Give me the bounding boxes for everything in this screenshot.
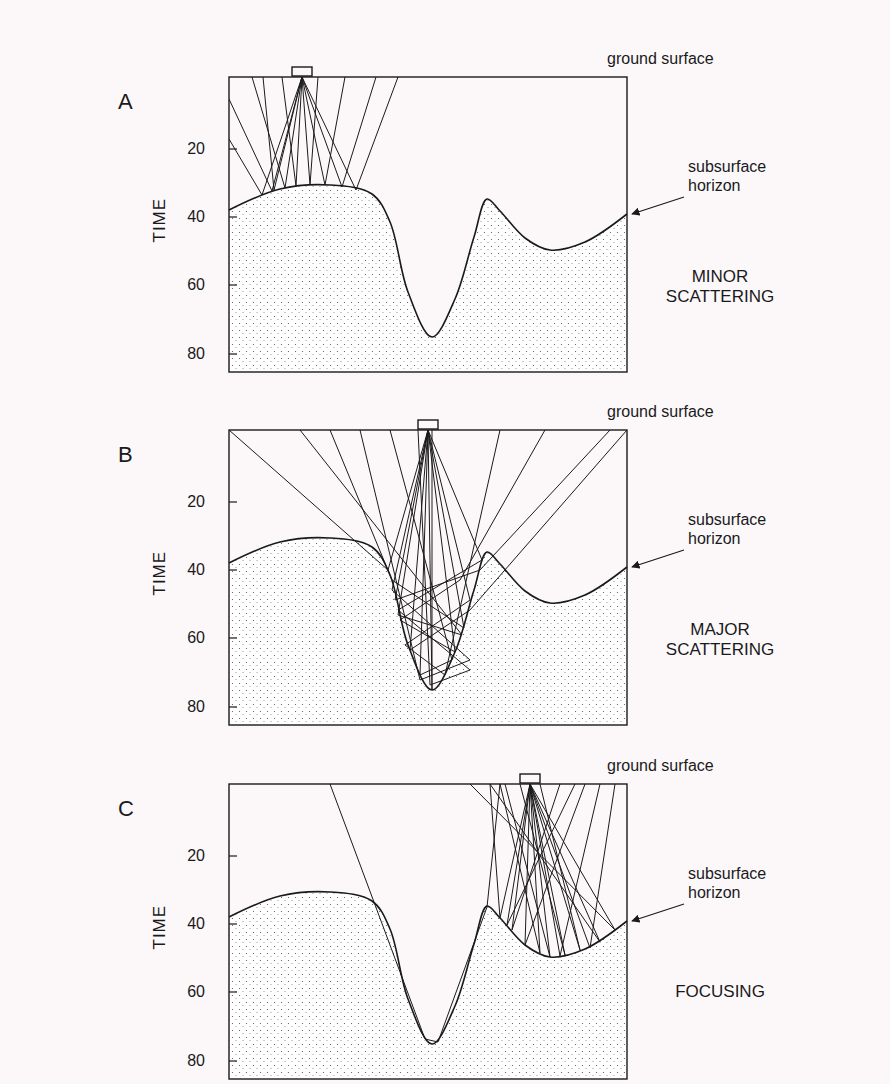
ray-path xyxy=(282,77,302,186)
panel-letter: B xyxy=(118,442,133,468)
ray-path xyxy=(252,77,302,188)
tick-mark xyxy=(229,923,237,924)
tick-mark xyxy=(229,855,237,856)
axis-title: TIME xyxy=(150,198,170,243)
horizon-line xyxy=(229,185,627,337)
ray-path xyxy=(330,430,464,628)
panel-caption: MINOR SCATTERING xyxy=(660,267,780,308)
ray-path xyxy=(229,77,302,195)
ray-path xyxy=(300,430,462,635)
panel-letter: A xyxy=(118,89,133,115)
time-tick: 20 xyxy=(187,492,205,511)
ray-path xyxy=(302,77,398,190)
ray-path xyxy=(507,784,575,925)
time-tick: 40 xyxy=(187,914,205,933)
time-tick: 40 xyxy=(187,560,205,579)
ray-path xyxy=(263,77,302,190)
leader-arrow xyxy=(632,197,684,214)
tick-mark xyxy=(229,284,237,285)
panel-figure xyxy=(229,420,684,725)
ray-path xyxy=(530,784,600,956)
ray-path xyxy=(490,784,600,942)
panel-frame xyxy=(229,430,627,725)
time-tick: 20 xyxy=(187,139,205,158)
tick-mark xyxy=(229,148,237,149)
panel-frame xyxy=(229,77,627,372)
axis-title: TIME xyxy=(150,905,170,950)
time-tick: 80 xyxy=(187,697,205,716)
subsurface-fill xyxy=(229,892,627,1079)
ray-path xyxy=(398,430,482,685)
surface-label: ground surface xyxy=(607,402,714,421)
time-tick: 80 xyxy=(187,344,205,363)
horizon-label: subsurface horizon xyxy=(688,157,788,195)
time-tick: 60 xyxy=(187,275,205,294)
panel-caption: FOCUSING xyxy=(660,982,780,1002)
ray-path xyxy=(330,784,500,1042)
ray-path xyxy=(520,784,565,955)
subsurface-fill xyxy=(229,538,627,725)
surface-label: ground surface xyxy=(607,756,714,775)
tick-mark xyxy=(229,1060,237,1061)
ray-path xyxy=(410,430,627,650)
tick-mark xyxy=(229,706,237,707)
ray-path xyxy=(530,784,615,948)
time-tick: 60 xyxy=(187,982,205,1001)
horizon-label: subsurface horizon xyxy=(688,510,788,548)
source-box xyxy=(418,420,438,429)
tick-mark xyxy=(229,353,237,354)
leader-arrow xyxy=(632,904,684,921)
panel-figure xyxy=(229,67,684,372)
tick-mark xyxy=(229,501,237,502)
time-tick: 60 xyxy=(187,628,205,647)
tick-mark xyxy=(229,569,237,570)
ray-path xyxy=(302,77,345,185)
leader-arrow xyxy=(632,550,684,567)
panel-caption: MAJOR SCATTERING xyxy=(660,620,780,661)
time-tick: 20 xyxy=(187,846,205,865)
source-box xyxy=(292,67,312,76)
ray-path xyxy=(302,77,376,187)
surface-label: ground surface xyxy=(607,49,714,68)
horizon-line xyxy=(229,538,627,690)
source-box xyxy=(520,774,540,783)
axis-title: TIME xyxy=(150,551,170,596)
horizon-line xyxy=(229,892,627,1044)
subsurface-fill xyxy=(229,185,627,372)
time-tick: 80 xyxy=(187,1051,205,1070)
ray-path xyxy=(229,430,428,570)
tick-mark xyxy=(229,991,237,992)
horizon-label: subsurface horizon xyxy=(688,864,788,902)
tick-mark xyxy=(229,637,237,638)
ray-path xyxy=(390,430,452,675)
tick-mark xyxy=(229,216,237,217)
ray-path xyxy=(229,77,302,191)
time-tick: 40 xyxy=(187,207,205,226)
panel-letter: C xyxy=(118,796,134,822)
panel-frame xyxy=(229,784,627,1079)
panel-figure xyxy=(229,774,684,1079)
